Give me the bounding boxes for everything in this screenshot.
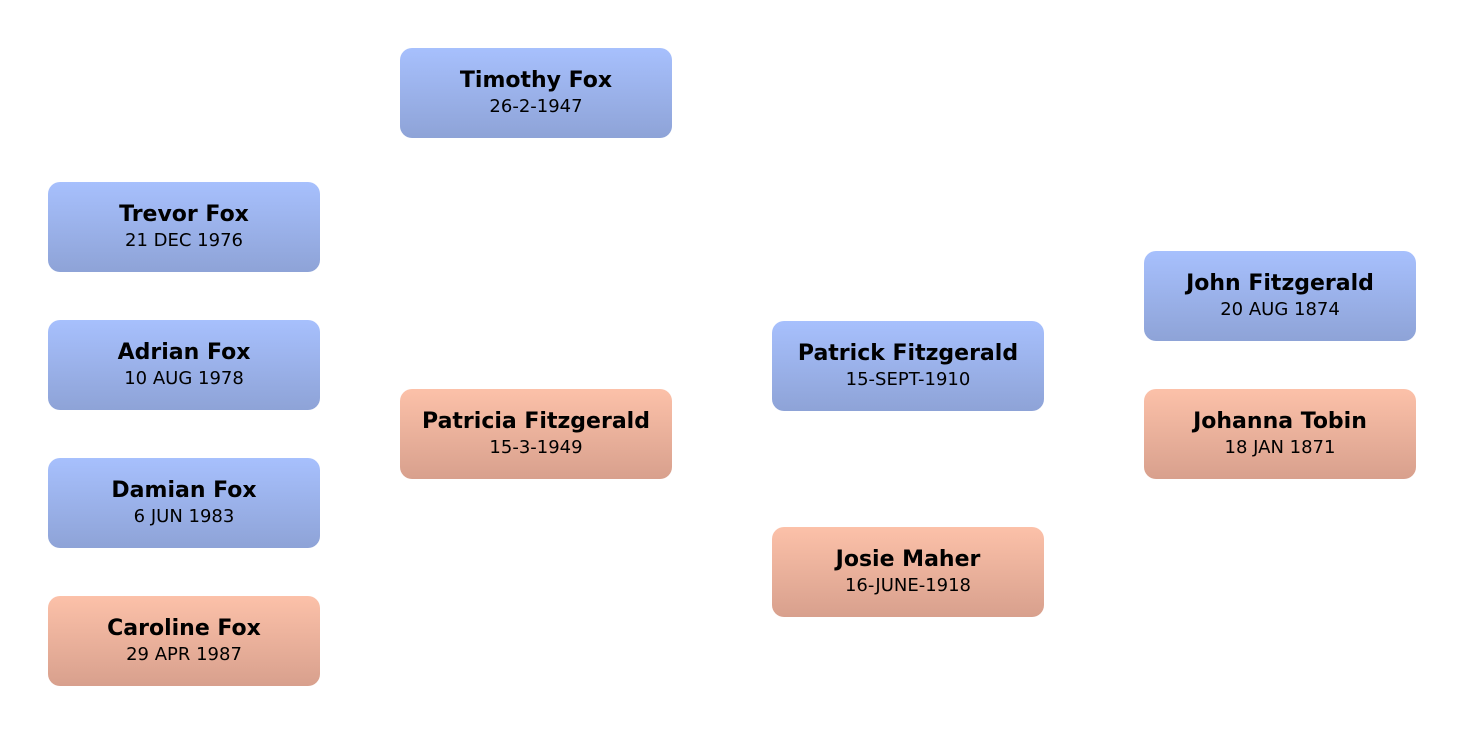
person-name: Patrick Fitzgerald [797, 341, 1019, 366]
person-name: Trevor Fox [119, 202, 249, 227]
person-name: John Fitzgerald [1186, 271, 1374, 296]
person-date: 26-2-1947 [489, 96, 583, 117]
person-date: 10 AUG 1978 [124, 368, 244, 389]
person-date: 15-3-1949 [489, 437, 583, 458]
person-node-patricia-fitzgerald[interactable]: Patricia Fitzgerald 15-3-1949 [400, 389, 672, 479]
person-date: 21 DEC 1976 [125, 230, 243, 251]
person-name: Josie Maher [835, 547, 981, 572]
person-node-damian-fox[interactable]: Damian Fox 6 JUN 1983 [48, 458, 320, 548]
person-date: 6 JUN 1983 [133, 506, 235, 527]
person-node-adrian-fox[interactable]: Adrian Fox 10 AUG 1978 [48, 320, 320, 410]
person-name: Damian Fox [111, 478, 257, 503]
person-node-caroline-fox[interactable]: Caroline Fox 29 APR 1987 [48, 596, 320, 686]
person-node-timothy-fox[interactable]: Timothy Fox 26-2-1947 [400, 48, 672, 138]
person-name: Patricia Fitzgerald [422, 409, 650, 434]
person-name: Caroline Fox [107, 616, 261, 641]
person-name: Timothy Fox [459, 68, 613, 93]
person-name: Adrian Fox [117, 340, 251, 365]
person-node-trevor-fox[interactable]: Trevor Fox 21 DEC 1976 [48, 182, 320, 272]
person-date: 29 APR 1987 [126, 644, 242, 665]
person-node-john-fitzgerald[interactable]: John Fitzgerald 20 AUG 1874 [1144, 251, 1416, 341]
person-node-josie-maher[interactable]: Josie Maher 16-JUNE-1918 [772, 527, 1044, 617]
person-date: 15-SEPT-1910 [845, 369, 971, 390]
person-date: 18 JAN 1871 [1224, 437, 1336, 458]
person-date: 16-JUNE-1918 [844, 575, 972, 596]
person-node-johanna-tobin[interactable]: Johanna Tobin 18 JAN 1871 [1144, 389, 1416, 479]
person-date: 20 AUG 1874 [1220, 299, 1340, 320]
person-name: Johanna Tobin [1193, 409, 1367, 434]
person-node-patrick-fitzgerald[interactable]: Patrick Fitzgerald 15-SEPT-1910 [772, 321, 1044, 411]
